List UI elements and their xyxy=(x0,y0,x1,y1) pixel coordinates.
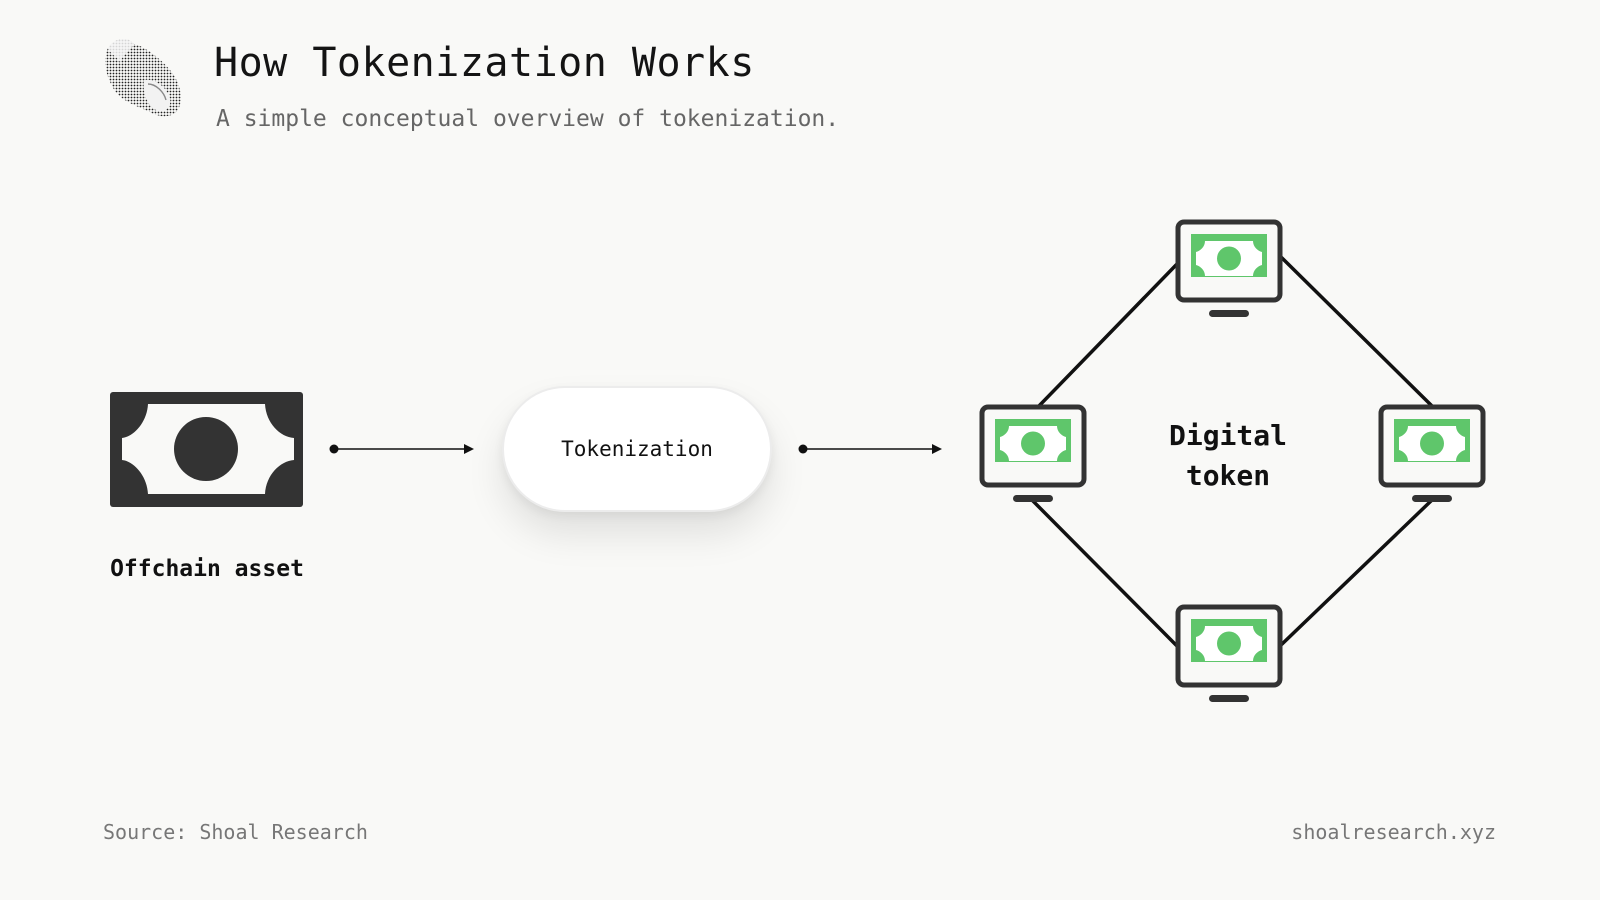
network-connections xyxy=(1030,254,1434,648)
token-node-right xyxy=(1378,404,1486,502)
site-url: shoalresearch.xyz xyxy=(1291,820,1496,844)
digital-token-label: Digital token xyxy=(1128,416,1328,496)
digital-token-label-line2: token xyxy=(1185,459,1271,492)
digital-token-label-line1: Digital xyxy=(1168,419,1287,452)
tokenization-label: Tokenization xyxy=(561,437,713,461)
arrow-to-tokenization xyxy=(329,444,474,454)
source-credit: Source: Shoal Research xyxy=(103,820,368,844)
offchain-asset-label: Offchain asset xyxy=(110,556,304,582)
arrow-to-digital-token xyxy=(798,444,942,454)
token-node-left xyxy=(979,404,1087,502)
seashell-logo xyxy=(105,39,181,117)
page-title: How Tokenization Works xyxy=(214,40,755,86)
page-subtitle: A simple conceptual overview of tokeniza… xyxy=(216,106,840,132)
token-node-bottom xyxy=(1175,604,1283,702)
banknote-icon xyxy=(110,392,303,507)
token-node-top xyxy=(1175,219,1283,317)
tokenization-process-node: Tokenization xyxy=(502,386,772,512)
